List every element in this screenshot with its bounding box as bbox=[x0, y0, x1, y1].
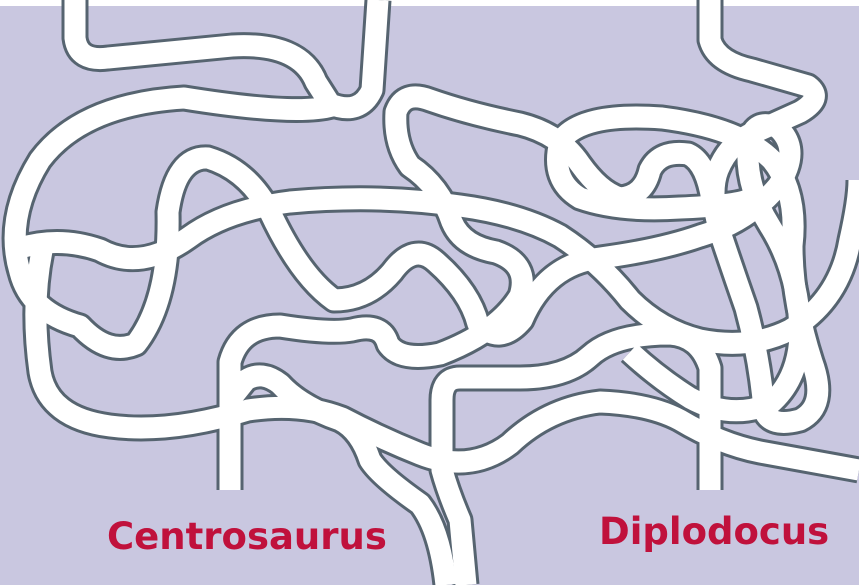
centrosaurus-label: Centrosaurus bbox=[107, 518, 387, 555]
diplodocus-label: Diplodocus bbox=[599, 513, 829, 550]
